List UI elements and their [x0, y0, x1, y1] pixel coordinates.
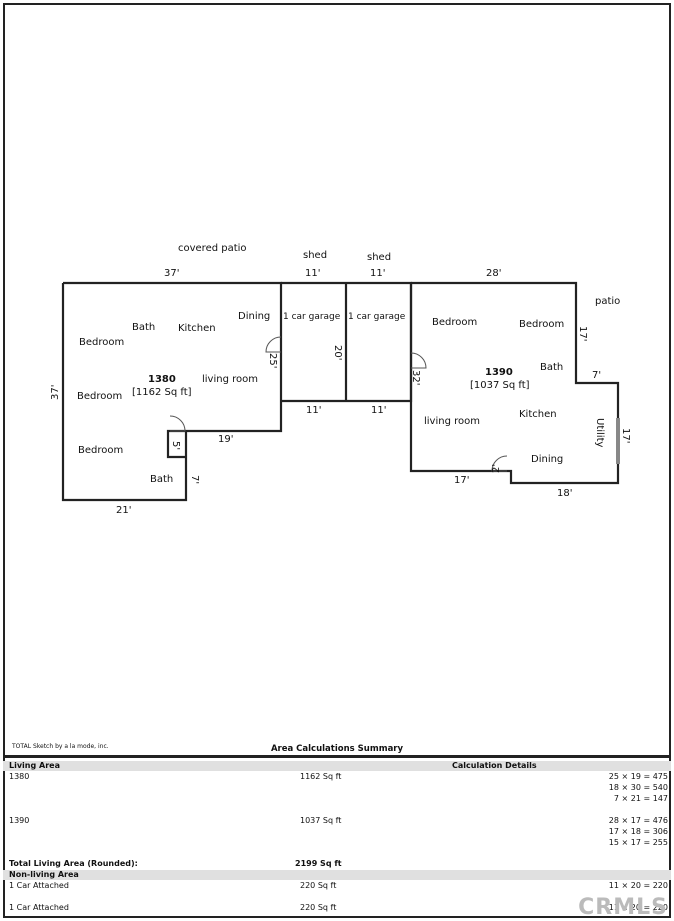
unit-1380-id: 1380 [148, 374, 176, 385]
dim-20: 20' [332, 345, 343, 360]
dim-28-top: 28' [486, 268, 501, 279]
room-utility-1390: Utility [594, 418, 605, 447]
living-header-band [3, 761, 671, 771]
table-row: 1 Car Attached 220 Sq ft 11 × 20 = 220 [0, 903, 674, 913]
row-calc: 28 × 17 = 476 [608, 816, 668, 825]
dim-37-left: 37' [50, 385, 61, 400]
dim-17-utility: 17' [620, 428, 631, 443]
row-calc: 7 × 21 = 147 [613, 794, 668, 803]
row-name: 1 Car Attached [9, 903, 69, 912]
unit-1390-outline [409, 281, 620, 485]
page-frame [3, 3, 671, 918]
table-row: 17 × 18 = 306 [0, 827, 674, 837]
total-label: Total Living Area (Rounded): [9, 859, 138, 868]
patio-label: patio [595, 296, 620, 307]
crmls-watermark: CRMLS [578, 895, 668, 920]
table-row: 1390 1037 Sq ft 28 × 17 = 476 [0, 816, 674, 826]
nonliving-area-header: Non-living Area [9, 870, 79, 879]
dim-25: 25' [267, 353, 278, 368]
row-calc: 11 × 20 = 220 [608, 903, 668, 912]
row-calc: 17 × 18 = 306 [608, 827, 668, 836]
unit-1390-area: [1037 Sq ft] [470, 380, 530, 391]
room-bedroom-left-1390: Bedroom [432, 317, 477, 328]
row-calc: 18 × 30 = 540 [608, 783, 668, 792]
table-row: 18 × 30 = 540 [0, 783, 674, 793]
row-name: 1 Car Attached [9, 881, 69, 890]
calc-details-header: Calculation Details [452, 761, 537, 770]
living-header-row: Living Area Calculation Details [0, 761, 674, 771]
room-kitchen-1390: Kitchen [519, 409, 557, 420]
row-area: 1162 Sq ft [300, 772, 342, 781]
room-bedroom-mid: Bedroom [77, 391, 122, 402]
dim-19: 19' [218, 434, 233, 445]
covered-patio-label: covered patio [178, 243, 247, 254]
living-area-header: Living Area [9, 761, 60, 770]
dim-2: 2' [491, 464, 502, 473]
door-arc-1390-entry [491, 455, 508, 472]
row-name: 1390 [9, 816, 30, 825]
table-row: 1 Car Attached 220 Sq ft 11 × 20 = 220 [0, 881, 674, 891]
table-row: 15 × 17 = 255 [0, 838, 674, 848]
shed-label-right: shed [367, 252, 391, 263]
room-bath-low: Bath [150, 474, 173, 485]
room-dining-1390: Dining [531, 454, 563, 465]
dim-11-mid-a: 11' [306, 405, 321, 416]
table-row: 7 × 21 = 147 [0, 794, 674, 804]
row-calc: 15 × 17 = 255 [608, 838, 668, 847]
room-bedroom-low: Bedroom [78, 445, 123, 456]
door-arc-1380-entry [169, 415, 186, 432]
room-bedroom-top: Bedroom [79, 337, 124, 348]
dim-5: 5' [170, 441, 181, 450]
total-row: Total Living Area (Rounded): 2199 Sq ft [0, 859, 674, 869]
nonliving-header-row: Non-living Area [0, 870, 674, 880]
total-value: 2199 Sq ft [295, 859, 342, 868]
dim-11-mid-b: 11' [371, 405, 386, 416]
nonliving-header-band [3, 870, 671, 880]
dim-18: 18' [557, 488, 572, 499]
dim-32: 32' [410, 370, 421, 385]
row-calc: 25 × 19 = 475 [608, 772, 668, 781]
dim-21: 21' [116, 505, 131, 516]
row-name: 1380 [9, 772, 30, 781]
unit-1380-area: [1162 Sq ft] [132, 387, 192, 398]
room-bath-1390: Bath [540, 362, 563, 373]
room-bath-top: Bath [132, 322, 155, 333]
garage-right-label: 1 car garage [348, 312, 406, 322]
unit-1390-id: 1390 [485, 367, 513, 378]
software-credit: TOTAL Sketch by a la mode, inc. [12, 743, 109, 750]
row-area: 220 Sq ft [300, 903, 337, 912]
dim-17-bottom: 17' [454, 475, 469, 486]
dim-17-right: 17' [577, 326, 588, 341]
garage-left-label: 1 car garage [283, 312, 341, 322]
room-living-1380: living room [202, 374, 258, 385]
row-calc: 11 × 20 = 220 [608, 881, 668, 890]
room-kitchen-1380: Kitchen [178, 323, 216, 334]
door-arc-1380-garage [265, 336, 282, 353]
room-dining-1380: Dining [238, 311, 270, 322]
door-arc-garage-1390 [410, 352, 427, 369]
dim-7-right: 7' [592, 370, 601, 381]
table-row: 1380 1162 Sq ft 25 × 19 = 475 [0, 772, 674, 782]
room-living-1390: living room [424, 416, 480, 427]
room-bedroom-right-1390: Bedroom [519, 319, 564, 330]
row-area: 1037 Sq ft [300, 816, 342, 825]
shed-label-left: shed [303, 250, 327, 261]
dim-37-top: 37' [164, 268, 179, 279]
dim-11-top-b: 11' [370, 268, 385, 279]
dim-7-left: 7' [189, 475, 200, 484]
row-area: 220 Sq ft [300, 881, 337, 890]
summary-title: Area Calculations Summary [270, 744, 404, 754]
summary-separator [3, 755, 671, 758]
dim-11-top-a: 11' [305, 268, 320, 279]
